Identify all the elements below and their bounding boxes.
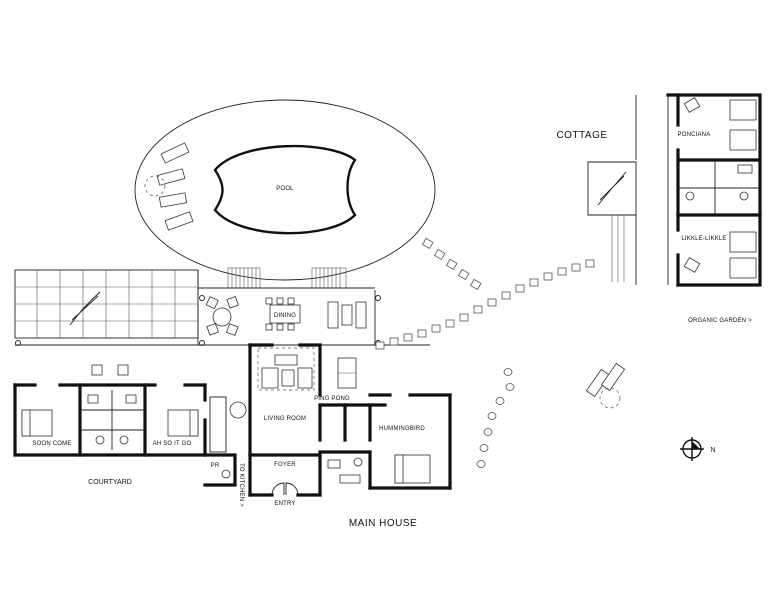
pool-label: POOL bbox=[276, 186, 294, 192]
compass-rose: N bbox=[680, 437, 716, 461]
entry-label: ENTRY bbox=[274, 501, 295, 507]
stepping-stones bbox=[375, 237, 595, 468]
pool-basin bbox=[213, 144, 357, 235]
to-kitchen-label: TO KITCHEN > bbox=[238, 463, 244, 507]
organic-garden-label: ORGANIC GARDEN > bbox=[688, 318, 752, 324]
main-house-label: MAIN HOUSE bbox=[349, 518, 417, 529]
cottage-hammock-icon bbox=[597, 171, 627, 206]
pool-terrace: POOL bbox=[134, 99, 436, 289]
sun-deck-grid bbox=[14, 269, 199, 339]
ah-so-it-go-label: AH SO IT GO bbox=[153, 441, 192, 447]
cottage: PONCIANA LIKKLE-LIKKLE COTTAGE ORGANIC G… bbox=[556, 93, 762, 324]
main-house: PR LIVING ROOM FOYER ENTRY PING PONG bbox=[203, 343, 452, 529]
hummingbird-label: HUMMINGBIRD bbox=[379, 426, 425, 432]
living-room-label: LIVING ROOM bbox=[264, 416, 306, 422]
compass-north-label: N bbox=[710, 447, 715, 454]
dining-terrace: DINING bbox=[15, 270, 430, 346]
soon-come-label: SOON COME bbox=[32, 441, 71, 447]
foyer-label: FOYER bbox=[274, 462, 296, 468]
ping-pong-label: PING PONG bbox=[314, 396, 350, 402]
cottage-label: COTTAGE bbox=[556, 130, 607, 141]
garden-loungers bbox=[585, 362, 626, 409]
left-wing: SOON COME AH SO IT GO COURTYARD bbox=[13, 364, 207, 486]
dining-label: DINING bbox=[274, 313, 296, 319]
likkle-likkle-label: LIKKLE-LIKKLE bbox=[681, 236, 726, 242]
ponciana-label: PONCIANA bbox=[678, 132, 711, 138]
pr-label: PR bbox=[211, 463, 220, 469]
hammock-icon bbox=[69, 291, 101, 326]
courtyard-label: COURTYARD bbox=[88, 479, 132, 486]
